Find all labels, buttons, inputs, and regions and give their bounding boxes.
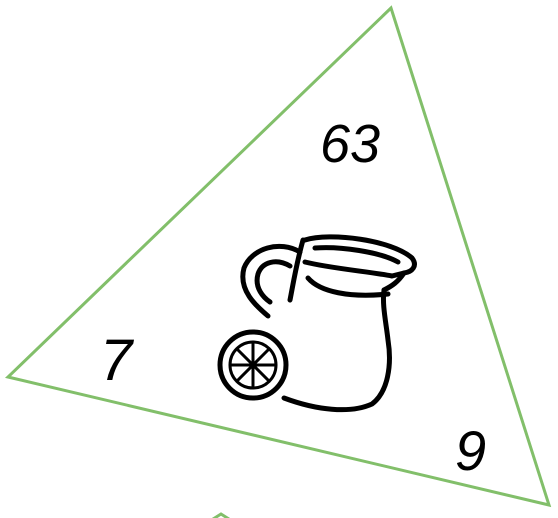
- pitcher-with-lemon-icon: [220, 237, 414, 410]
- left-number: 7: [100, 328, 135, 393]
- neighbor-triangle-edge: [180, 514, 262, 518]
- right-number: 9: [455, 419, 486, 482]
- top-number: 63: [320, 114, 380, 174]
